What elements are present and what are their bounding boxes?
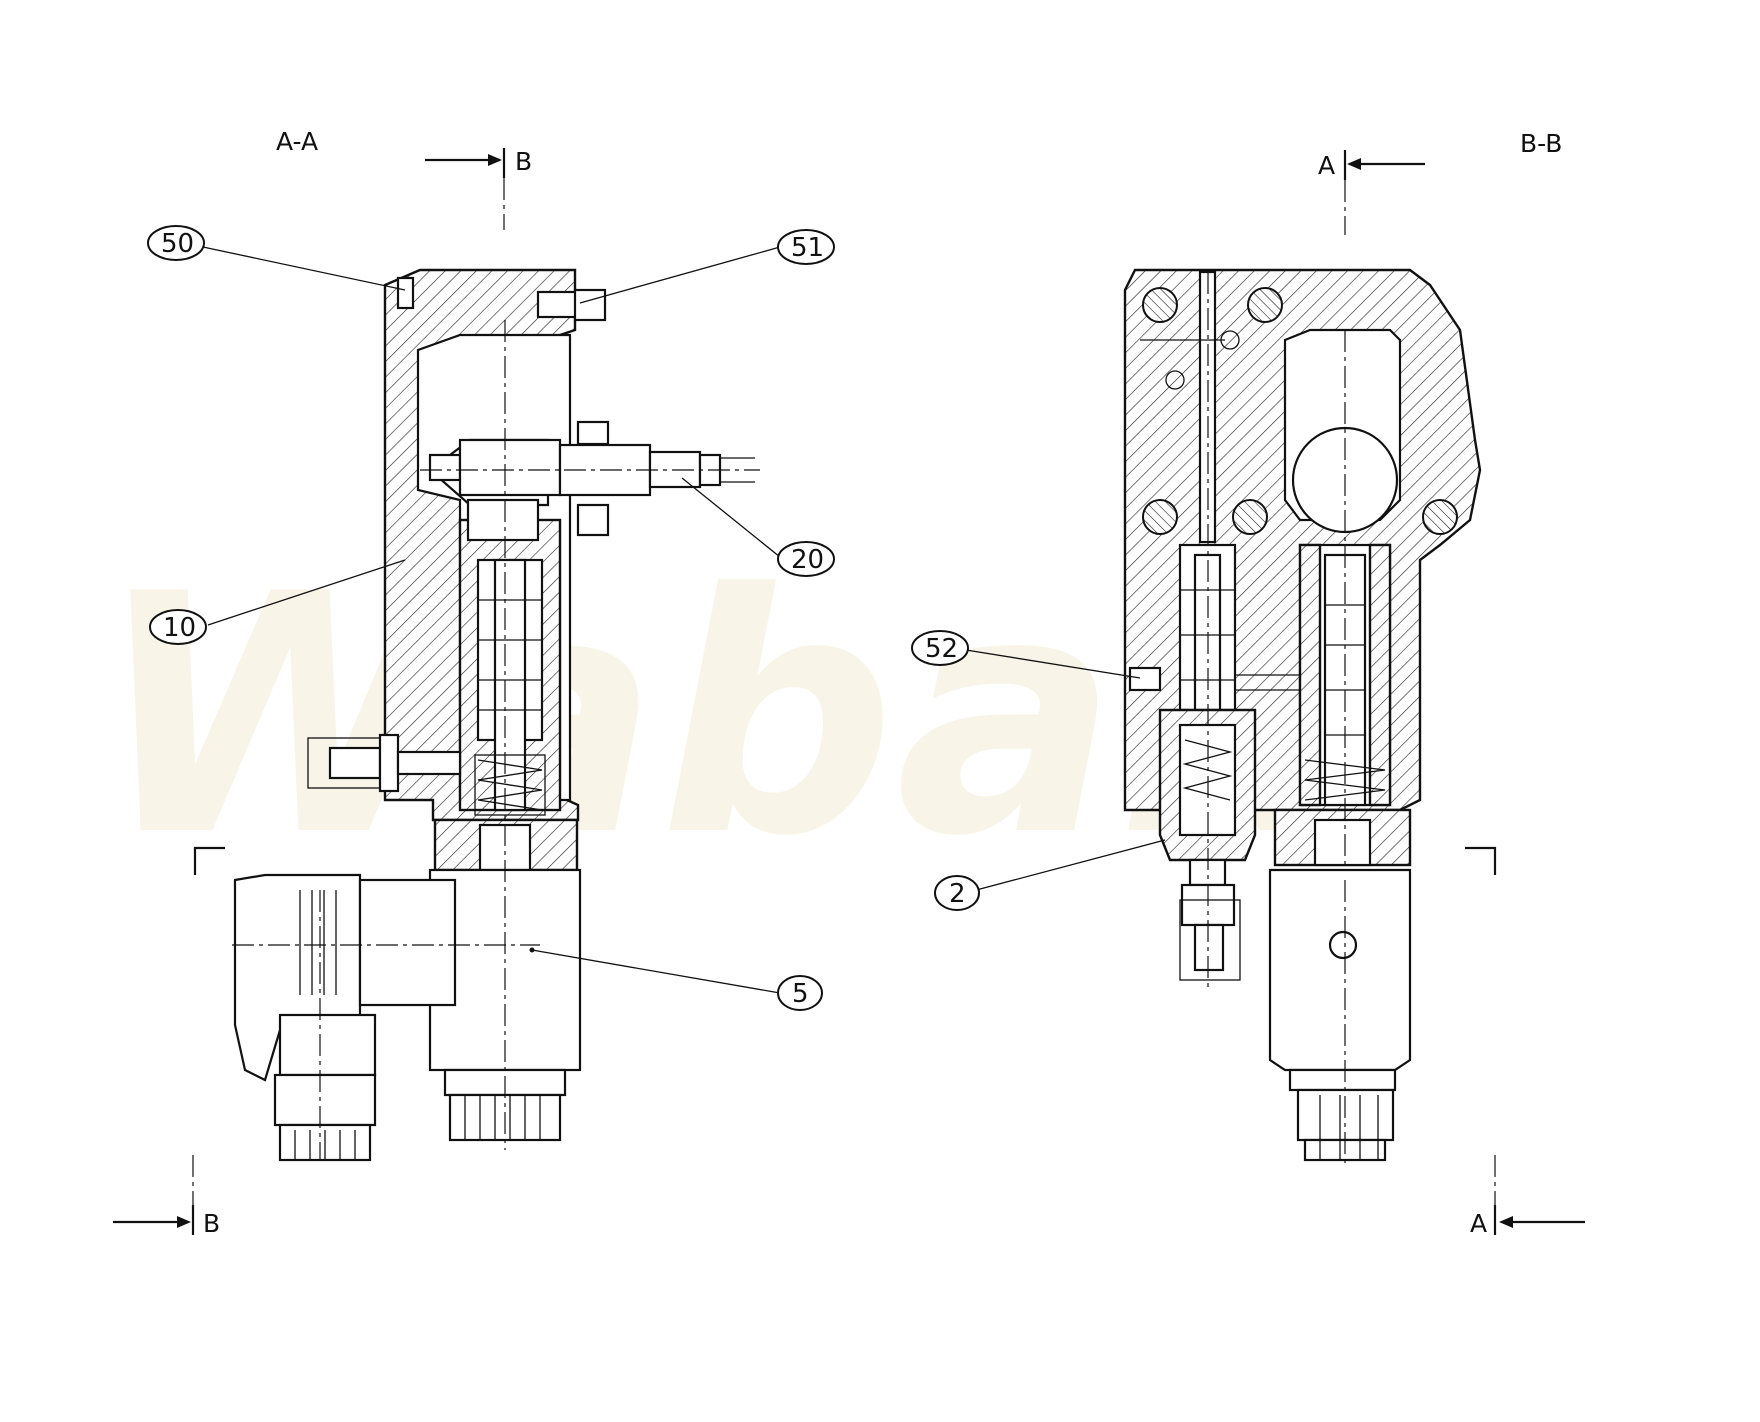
section-view-a-a: B A-A bbox=[113, 127, 835, 1238]
callout-5: 5 bbox=[777, 975, 823, 1011]
spring bbox=[474, 754, 546, 816]
svg-text:50: 50 bbox=[161, 229, 194, 259]
callout-52: 52 bbox=[911, 630, 969, 666]
adjusting-screw bbox=[307, 733, 462, 793]
svg-text:52: 52 bbox=[925, 634, 958, 664]
lever-shaft-20 bbox=[420, 438, 760, 542]
cut-label-a-top: A bbox=[1318, 151, 1335, 180]
connector-plug bbox=[233, 873, 457, 1162]
cut-marker-a-bottom: A bbox=[1470, 1155, 1585, 1238]
svg-text:2: 2 bbox=[949, 879, 966, 909]
cut-marker-b-top: B bbox=[425, 147, 532, 230]
section-title-a-a: A-A bbox=[276, 127, 318, 156]
cut-marker-a-top: A bbox=[1318, 150, 1425, 235]
solenoid-coil-b-b bbox=[1268, 868, 1412, 1165]
cut-label-a-bottom: A bbox=[1470, 1209, 1487, 1238]
svg-text:20: 20 bbox=[791, 545, 824, 575]
callout-50: 50 bbox=[147, 225, 205, 261]
plug-50 bbox=[396, 276, 415, 310]
cut-label-b-top: B bbox=[515, 147, 532, 176]
callout-20: 20 bbox=[777, 541, 835, 577]
callout-10: 10 bbox=[149, 609, 207, 645]
callout-2: 2 bbox=[934, 875, 980, 911]
screw-51 bbox=[536, 288, 607, 322]
callout-51: 51 bbox=[777, 229, 835, 265]
section-view-b-b: B-B A bbox=[911, 129, 1585, 1238]
svg-text:5: 5 bbox=[792, 979, 809, 1009]
svg-text:51: 51 bbox=[791, 233, 824, 263]
cut-label-b-bottom: B bbox=[203, 1209, 220, 1238]
cut-marker-b-bottom: B bbox=[113, 1155, 220, 1238]
svg-text:10: 10 bbox=[163, 613, 196, 643]
section-title-b-b: B-B bbox=[1520, 129, 1562, 158]
